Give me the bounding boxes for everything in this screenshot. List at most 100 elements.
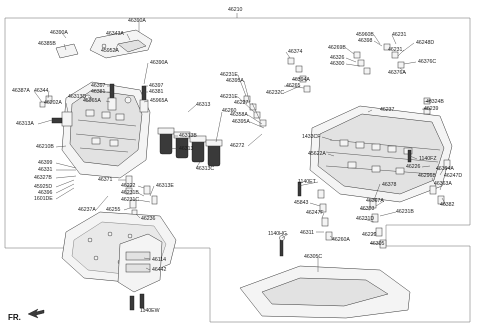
callout-46376a: 46376A: [388, 70, 406, 76]
callout-1433cf: 1433CF: [302, 134, 320, 140]
callout-46394a-right: 46394A: [436, 166, 454, 172]
upper-screen-plate: [89, 29, 153, 59]
callout-46390a-left: 46390A: [50, 30, 68, 36]
left-valve-body: [61, 81, 151, 179]
callout-46231e-b: 46231E: [220, 94, 238, 100]
callout-46398: 46398: [358, 38, 373, 44]
callout-45622a: 45622A: [308, 151, 326, 157]
callout-46114: 46114: [152, 257, 166, 263]
callout-labels: 46210 46390A 46343A 46390A 46385B 45952A…: [12, 7, 462, 314]
callout-46247f: 46247F: [306, 210, 324, 216]
front-arrow-icon: [27, 308, 45, 319]
callout-46395a-a: 46395A: [226, 78, 244, 84]
callout-46313-2: 46313: [179, 146, 194, 152]
callout-46227: 46227: [234, 100, 249, 106]
callout-46374: 46374: [288, 49, 303, 55]
callout-46303: 46303: [360, 206, 375, 212]
callout-46313e: 46313E: [156, 183, 174, 189]
callout-46226: 46226: [406, 164, 421, 170]
callout-46231b-mid: 46231B: [121, 190, 139, 196]
callout-1140fz: 1140FZ: [419, 156, 437, 162]
callout-46327b: 46327B: [34, 175, 52, 181]
callout-46210b: 46210B: [36, 144, 54, 150]
callout-46300: 46300: [330, 61, 345, 67]
callout-46378: 46378: [382, 182, 397, 188]
lower-valve-block: [117, 233, 163, 311]
callout-46305: 46305: [370, 241, 385, 247]
callout-46381-left: 46381: [91, 89, 106, 95]
callout-46390a-mid: 46390A: [150, 60, 168, 66]
callout-46202a: 46202A: [44, 100, 62, 106]
callout-46313: 46313: [196, 102, 211, 108]
callout-46313d: 46313D: [68, 94, 86, 100]
callout-46231c: 46231C: [121, 197, 139, 203]
callout-46395a-b: 46395A: [232, 119, 250, 125]
callout-46311: 46311: [300, 230, 314, 236]
callout-46343a: 46343A: [106, 31, 124, 37]
callout-46231d: 46231D: [356, 216, 374, 222]
spool-valves-middle: [125, 175, 158, 216]
callout-46376c: 46376C: [418, 59, 436, 65]
callout-46382: 46382: [440, 202, 455, 208]
callout-46260a: 46260A: [332, 237, 350, 243]
callout-46210: 46210: [228, 7, 243, 13]
callout-46237: 46237: [380, 107, 395, 113]
callout-46363a: 46363A: [434, 181, 452, 187]
right-body-spools: [243, 43, 431, 127]
callout-1140hg: 1140HG: [268, 231, 287, 237]
callout-46248d: 46248D: [416, 40, 434, 46]
valve-body-cover: [239, 235, 411, 319]
callout-1140et: 1140ET: [298, 179, 317, 185]
callout-46239: 46239: [424, 106, 439, 112]
callout-46237a: 46237A: [78, 207, 96, 213]
callout-46397-left: 46397: [91, 83, 106, 89]
callout-46313a: 46313A: [16, 121, 34, 127]
callout-46367a: 46367A: [366, 198, 384, 204]
front-direction-marker: FR.: [8, 308, 45, 322]
callout-46313b: 46313B: [179, 133, 197, 139]
callout-1140ew: 1140EW: [140, 308, 160, 314]
callout-46231b-right: 46231B: [396, 209, 414, 215]
callout-46255: 46255: [106, 207, 121, 213]
callout-46236: 46236: [141, 216, 156, 222]
leader-lines: [33, 21, 447, 311]
lower-right-spools: [297, 149, 451, 249]
callout-46313c: 46313C: [196, 166, 214, 172]
callout-46394a-top: 46394A: [292, 77, 310, 83]
callout-45925d: 45925D: [34, 184, 52, 190]
callout-45843: 45843: [294, 200, 309, 206]
callout-46390a: 46390A: [128, 18, 146, 24]
callout-46305c: 46305C: [304, 254, 322, 260]
callout-46247d: 46247D: [444, 173, 462, 179]
callout-46265: 46265: [286, 83, 301, 89]
front-label: FR.: [8, 313, 21, 322]
callout-46387a: 46387A: [12, 88, 30, 94]
callout-46260: 46260: [222, 108, 237, 114]
callout-46331: 46331: [38, 167, 53, 173]
callout-46396: 46396: [38, 190, 53, 196]
callout-46397-right: 46397: [149, 83, 164, 89]
callout-46442: 46442: [152, 267, 167, 273]
callout-46269b: 46269B: [328, 45, 346, 51]
callout-45965a-left: 45965A: [83, 98, 101, 104]
callout-46385b: 46385B: [38, 41, 56, 47]
callout-46229: 46229: [362, 232, 377, 238]
callout-46324b: 46324B: [426, 99, 444, 105]
callout-45952a: 45952A: [101, 48, 119, 54]
callout-45960b: 45960B: [356, 32, 374, 38]
callout-46371: 46371: [98, 177, 113, 183]
callout-1601de: 1601DE: [34, 196, 53, 202]
callout-46358a: 46358A: [230, 112, 248, 118]
gasket-46385b: [55, 43, 79, 59]
callout-46381-right: 46381: [149, 89, 164, 95]
right-valve-body: [309, 105, 453, 203]
callout-46296b: 46296B: [418, 173, 436, 179]
callout-46231-top: 46231: [392, 32, 407, 38]
callout-46232c: 46232C: [266, 90, 284, 96]
callout-46231e-a: 46231E: [220, 72, 238, 78]
callout-46399: 46399: [38, 160, 53, 166]
callout-46344: 46344: [34, 88, 49, 94]
callout-46231-right: 46231: [388, 47, 403, 53]
